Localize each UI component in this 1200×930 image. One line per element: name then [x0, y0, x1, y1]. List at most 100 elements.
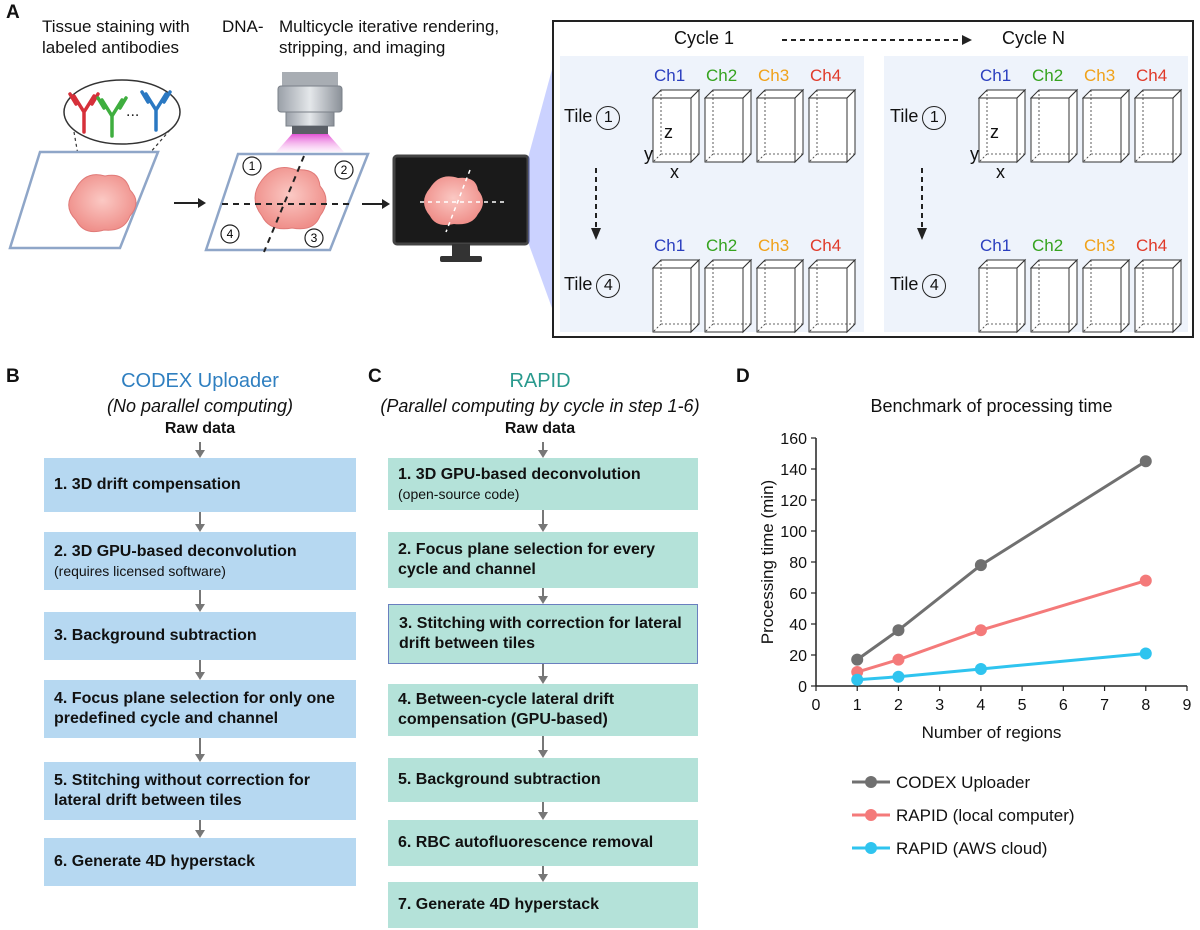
svg-text:1: 1	[249, 159, 256, 173]
x-tick-label: 7	[1100, 697, 1109, 714]
tile-label-text: Tile	[890, 106, 919, 126]
channel-label-ch2: Ch2	[706, 66, 738, 85]
tile-arrow	[917, 168, 927, 240]
channel-cube	[1082, 258, 1131, 334]
x-tick-label: 4	[976, 697, 985, 714]
series-2-point	[974, 624, 987, 637]
cycle-1-label: Cycle 1	[674, 28, 735, 48]
flow-step-5: 5. Stitching without correction for late…	[44, 762, 356, 820]
tile-label-text: Tile	[890, 274, 919, 294]
series-1-point	[851, 653, 864, 666]
channel-cube	[652, 88, 701, 164]
x-tick-label: 2	[894, 697, 903, 714]
svg-text:4: 4	[227, 227, 234, 241]
y-tick-label: 0	[798, 679, 807, 696]
flow-step-text: 6. RBC autofluorescence removal	[398, 834, 654, 851]
flow-step-text: 4. Between-cycle lateral drift compensat…	[398, 691, 615, 728]
flow-arrow	[538, 866, 548, 882]
series-3-point	[974, 662, 987, 675]
codex-subtitle: (No parallel computing)	[106, 396, 294, 416]
flow-step-text: 5. Stitching without correction for late…	[54, 772, 310, 809]
flow-step-text: 1. 3D drift compensation	[54, 476, 241, 493]
tissue-1	[68, 174, 137, 233]
flow-step-1: 1. 3D drift compensation	[44, 458, 356, 512]
channel-cube	[1082, 88, 1131, 164]
codex-title: CODEX Uploader	[121, 370, 279, 392]
flow-step-note: (open-source code)	[398, 486, 520, 502]
monitor-icon	[392, 154, 530, 262]
series-3-point	[851, 673, 864, 686]
series-line-3	[857, 651, 1146, 682]
tile-number: 4	[922, 274, 947, 298]
svg-text:3: 3	[311, 231, 318, 245]
panel-label-b: B	[6, 366, 20, 387]
tile-number: 4	[596, 274, 621, 298]
tissue-2	[254, 167, 327, 230]
axis-z-label: z	[664, 122, 673, 142]
rapid-subtitle: (Parallel computing by cycle in step 1-6…	[380, 396, 700, 416]
rapid-title: RAPID	[509, 370, 571, 392]
channel-cube	[756, 88, 805, 164]
flow-step-3: 3. Stitching with correction for lateral…	[388, 604, 698, 664]
cycle-n-label: Cycle N	[1002, 28, 1066, 48]
y-tick-label: 160	[780, 431, 807, 448]
legend-marker-2	[865, 809, 877, 821]
flow-arrow	[195, 442, 205, 458]
x-tick-label: 5	[1018, 697, 1027, 714]
panel-label-a: A	[6, 2, 20, 23]
channel-cube	[808, 88, 857, 164]
flow-arrow	[538, 802, 548, 820]
flow-step-text: 4. Focus plane selection for only one pr…	[54, 690, 335, 727]
flow-step-4: 4. Focus plane selection for only one pr…	[44, 680, 356, 738]
x-tick-label: 3	[935, 697, 944, 714]
step2-caption-line1: Multicycle iterative rendering,	[279, 17, 500, 36]
flow-arrow	[195, 590, 205, 612]
channel-label-ch4: Ch4	[810, 66, 842, 85]
channel-cube	[704, 88, 753, 164]
cycle-arrow	[782, 35, 972, 45]
channel-label-ch3: Ch3	[758, 66, 790, 85]
series-line-1	[856, 459, 1147, 661]
svg-text:2: 2	[341, 163, 348, 177]
step1-caption-line2: labeled antibodies	[42, 38, 180, 57]
step2-caption: Multicycle iterative rendering, strippin…	[279, 16, 499, 58]
axis-x-label: x	[670, 162, 679, 182]
series-3-point	[892, 670, 905, 683]
tile-arrow	[591, 168, 601, 240]
channel-label-ch4: Ch4	[810, 236, 842, 255]
x-axis-label: Number of regions	[922, 723, 1062, 742]
axis-y-label: y	[970, 144, 979, 164]
tile-label-text: Tile	[564, 274, 593, 294]
channel-cube	[1134, 88, 1183, 164]
channel-label-ch3: Ch3	[1084, 236, 1116, 255]
series-1-point	[974, 559, 987, 572]
legend-marker-1	[865, 776, 877, 788]
axis-z-label: z	[990, 122, 999, 142]
x-tick-label: 6	[1059, 697, 1068, 714]
channel-cube	[1030, 88, 1079, 164]
series-1-point	[1139, 455, 1152, 468]
flow-step-7: 7. Generate 4D hyperstack	[388, 882, 698, 928]
tile-number: 1	[922, 106, 947, 130]
x-tick-label: 9	[1183, 697, 1192, 714]
flow-arrow	[538, 510, 548, 532]
channel-label-ch1: Ch1	[980, 236, 1012, 255]
legend-marker-3	[865, 842, 877, 854]
legend-label-2: RAPID (local computer)	[896, 806, 1075, 825]
flow-step-4: 4. Between-cycle lateral drift compensat…	[388, 684, 698, 736]
legend-label-1: CODEX Uploader	[896, 773, 1031, 792]
flow-step-text: 3. Stitching with correction for lateral…	[399, 615, 682, 652]
flow-step-text: 3. Background subtraction	[54, 627, 257, 644]
flow-arrow	[195, 660, 205, 680]
y-tick-label: 40	[789, 617, 807, 634]
channel-label-ch2: Ch2	[1032, 236, 1064, 255]
flow-step-6: 6. Generate 4D hyperstack	[44, 838, 356, 886]
flow-step-3: 3. Background subtraction	[44, 612, 356, 660]
flow-arrow	[538, 736, 548, 758]
channel-label-ch3: Ch3	[758, 236, 790, 255]
series-2-point	[1139, 574, 1152, 587]
channel-cube	[704, 258, 753, 334]
